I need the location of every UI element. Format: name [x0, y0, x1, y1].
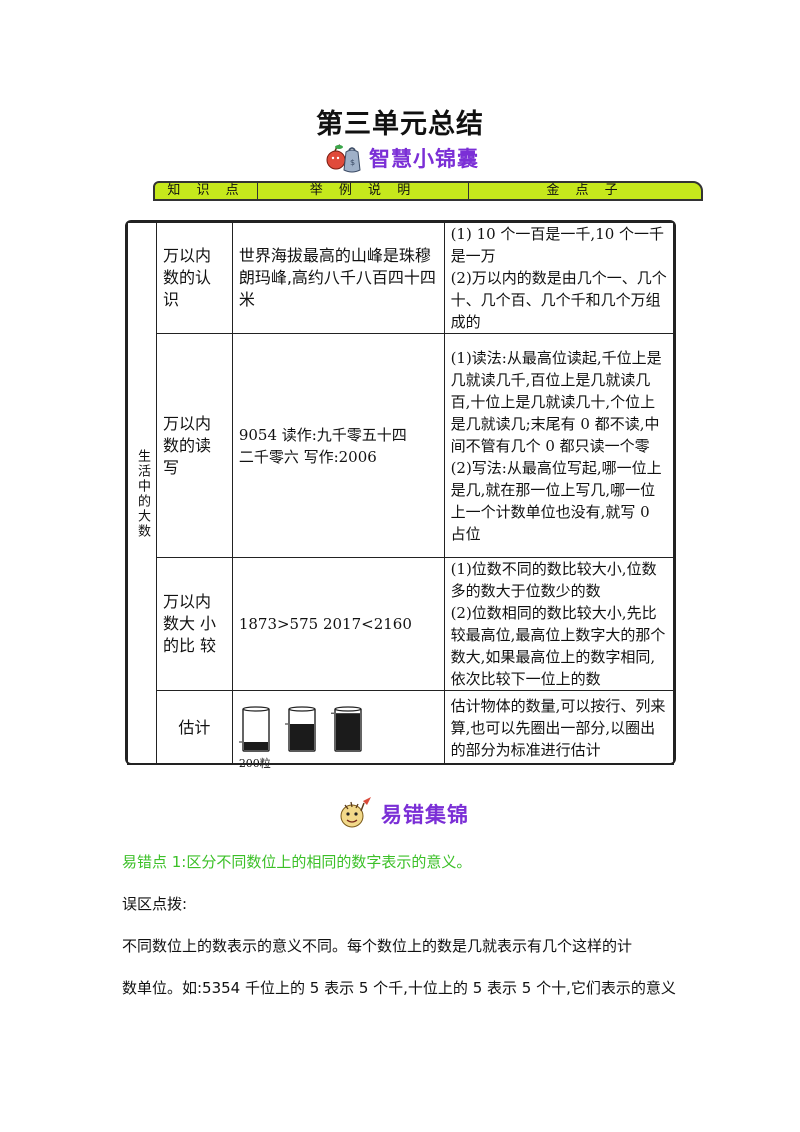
tip-line: (1)读法:从最高位读起,千位上是几就读几千,百位上是几就读几百,十位上是几就读… [450, 348, 662, 455]
topic-cell: 万以内数的认识 [155, 222, 233, 334]
topic-cell: 万以内数的读写 [155, 333, 233, 558]
tip-line: (1)位数不同的数比较大小,位数多的数大于位数少的数 [450, 560, 657, 600]
beaker-fill [335, 712, 360, 750]
header-knowledge-point: 知 识 点 [167, 183, 245, 198]
example-cell: 世界海拔最高的山峰是珠穆朗玛峰,高约八千八百四十四米 [231, 222, 445, 334]
tips-cell: (1) 10 个一百是一千,10 个一千是一万 (2)万以内的数是由几个一、几个… [443, 222, 675, 334]
beaker-icon [238, 705, 270, 752]
wisdom-section-label: 智慧小锦囊 [369, 147, 479, 171]
tips-cell: (1)位数不同的数比较大小,位数多的数大于位数少的数 (2)位数相同的数比较大小… [443, 557, 675, 691]
beaker-rim [242, 705, 270, 712]
fruit-bag-icon: $ [326, 144, 361, 173]
topic-cell: 估计 [155, 690, 233, 765]
table-row: 估计 200粒 估计物体的数量,可以按行、列来算,也可以先圈出一部分,以圈出的部… [128, 690, 675, 770]
tip-line: (2)写法:从最高位写起,哪一位上是几,就在那一位上写几,哪一位上一个计数单位也… [450, 458, 662, 543]
example-cell: 1873>575 2017<2160 [231, 557, 445, 691]
mistakes-section-label: 易错集锦 [381, 803, 469, 827]
table-row: 万以内数的读写 9054 读作:九千零五十四 二千零六 写作:2006 (1)读… [128, 333, 675, 558]
beaker-full-wrap [330, 705, 365, 758]
table-header-bar: 知 识 点 举 例 说 明 金 点 子 [153, 181, 703, 201]
example-cell: 9054 读作:九千零五十四 二千零六 写作:2006 [231, 333, 445, 558]
svg-text:$: $ [350, 158, 355, 167]
table-row: 生活中的大数 万以内数的认识 世界海拔最高的山峰是珠穆朗玛峰,高约八千八百四十四… [127, 222, 675, 765]
pencil-mascot-icon [340, 797, 371, 828]
category-cell: 生活中的大数 [127, 222, 157, 765]
beaker-medium-wrap [284, 705, 319, 758]
beaker-rim [334, 705, 362, 712]
table-row: 万以内数大 小的比 较 1873>575 2017<2160 (1)位数不同的数… [128, 557, 675, 691]
beaker-group: 200粒 [238, 698, 438, 770]
clarify-label: 误区点拨: [122, 895, 188, 913]
mistake-point-heading: 易错点 1:区分不同数位上的相同的数字表示的意义。 [122, 853, 472, 871]
tips-cell: 估计物体的数量,可以按行、列来算,也可以先圈出一部分,以圈出的部分为标准进行估计 [443, 690, 675, 765]
header-examples: 举 例 说 明 [257, 183, 468, 199]
tip-line: 估计物体的数量,可以按行、列来算,也可以先圈出一部分,以圈出的部分为标准进行估计 [450, 696, 666, 759]
tip-line: (1) 10 个一百是一千,10 个一千是一万 [450, 225, 665, 265]
summary-table: 生活中的大数 万以内数的认识 世界海拔最高的山峰是珠穆朗玛峰,高约八千八百四十四… [127, 222, 675, 770]
beaker-outline [288, 708, 316, 752]
paragraph-line: 数单位。如:5354 千位上的 5 表示 5 个千,十位上的 5 表示 5 个十… [122, 979, 676, 997]
tip-line: (2)万以内的数是由几个一、几个十、几个百、几个千和几个万组成的 [450, 269, 667, 331]
beaker-icon [284, 705, 316, 752]
beaker-caption: 200粒 [238, 756, 271, 770]
topic-cell: 万以内数大 小的比 较 [155, 557, 233, 691]
beaker-fill [289, 723, 314, 750]
tips-cell: (1)读法:从最高位读起,千位上是几就读几千,百位上是几就读几百,十位上是几就读… [443, 333, 675, 558]
beaker-small-wrap: 200粒 [238, 705, 273, 770]
beaker-outline [242, 708, 270, 752]
beaker-icon [330, 705, 362, 752]
tip-line: (2)位数相同的数比较大小,先比较最高位,最高位上数字大的那个数大,如果最高位上… [450, 604, 666, 688]
beaker-outline [334, 708, 362, 752]
beaker-fill [243, 741, 268, 750]
beaker-rim [288, 705, 316, 712]
example-cell: 200粒 [231, 690, 445, 770]
wisdom-section-heading: $ 智慧小锦囊 [323, 140, 479, 176]
header-golden-tips: 金 点 子 [468, 183, 701, 199]
mistakes-section-heading: 易错集锦 [335, 795, 469, 833]
paragraph-line: 不同数位上的数表示的意义不同。每个数位上的数是几就表示有几个这样的计 [122, 937, 633, 955]
page-title: 第三单元总结 [316, 109, 484, 140]
